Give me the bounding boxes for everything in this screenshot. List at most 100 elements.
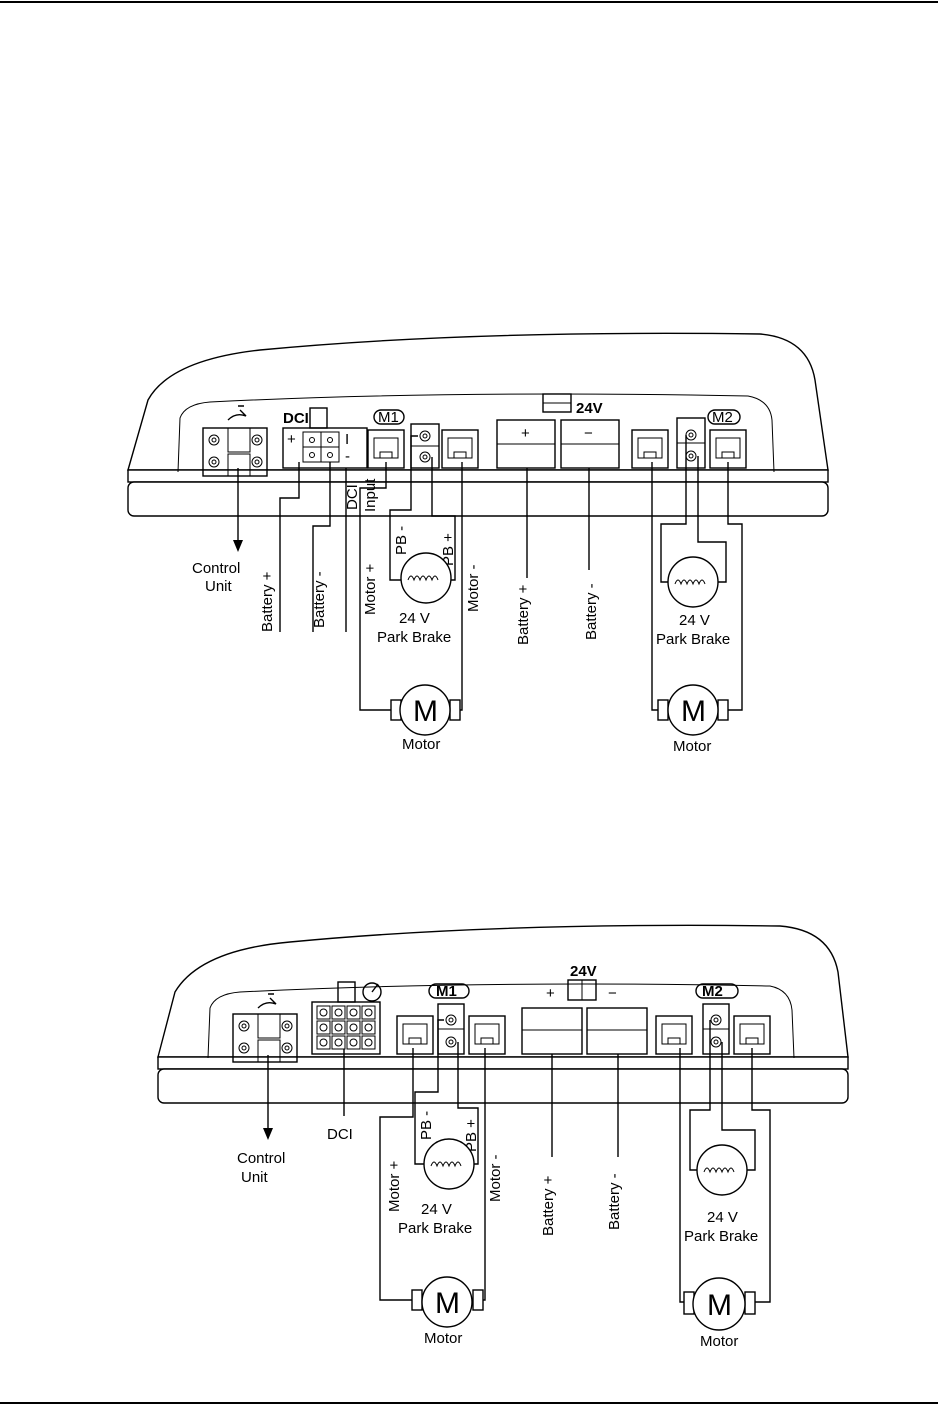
park-brake-coil-left-2 — [423, 1138, 475, 1190]
battery-plus-dci-label: Battery + — [259, 571, 276, 632]
m1-motor-minus-connector — [441, 429, 479, 469]
pb-plus-label-1: PB + — [440, 533, 457, 566]
park-brake-right-2-line2: Park Brake — [684, 1228, 758, 1245]
battery-plus-main-label: Battery + — [515, 584, 532, 645]
motor-left — [399, 684, 451, 736]
park-brake-coil-right — [667, 556, 719, 608]
dci-minus-label: - — [345, 448, 350, 465]
dci-pin-cell — [361, 1020, 376, 1035]
control-unit-arrow-icon-2 — [263, 1128, 273, 1140]
battery-minus-dci-label: Battery - — [311, 571, 328, 628]
park-brake-coil-right-2 — [696, 1144, 748, 1196]
dci-tab-2 — [337, 981, 356, 1003]
park-brake-right-line1: 24 V — [679, 612, 710, 629]
dci-pin — [319, 1038, 328, 1047]
motor-left-2 — [421, 1276, 473, 1328]
dci-label: DCI — [283, 410, 309, 427]
dci-pin — [334, 1008, 343, 1017]
dci-pin-cell — [361, 1035, 376, 1050]
dci-i-label: I — [345, 431, 349, 448]
connector-panel — [177, 393, 775, 473]
dci-label-2: DCI — [327, 1126, 353, 1143]
dci-pin — [349, 1023, 358, 1032]
m1-motor-plus-connector-2 — [396, 1015, 434, 1055]
motor-symbol-right-2: M — [707, 1289, 732, 1322]
dci-connector-2 — [311, 1001, 381, 1055]
connector-panel-2 — [207, 983, 795, 1059]
dci-pin — [364, 1038, 373, 1047]
dci-pin — [364, 1008, 373, 1017]
m2-badge-2 — [695, 983, 739, 999]
m1-label-2: M1 — [436, 983, 457, 1000]
m1-park-brake-connector — [410, 423, 440, 469]
dci-pin — [319, 1008, 328, 1017]
battery-plus-symbol-2: + — [546, 985, 555, 1002]
control-unit-connector-2 — [232, 1013, 298, 1063]
motor-plus-label-1: Motor + — [362, 563, 379, 615]
motor-label-right: Motor — [673, 738, 711, 755]
pb-plus-label-2: PB + — [463, 1119, 480, 1152]
battery-plus-connector-2 — [521, 1007, 583, 1055]
motor-minus-label-1: Motor - — [465, 564, 482, 612]
m1-badge-2 — [428, 983, 470, 999]
pb-minus-label-2: PB - — [418, 1111, 435, 1140]
dci-pin-cell — [346, 1020, 361, 1035]
pb-minus-label-1: PB - — [393, 526, 410, 555]
dci-pin-cell — [331, 1005, 346, 1020]
dci-pin-cell — [346, 1035, 361, 1050]
park-brake-coil-left — [400, 552, 452, 604]
battery-plus-symbol: + — [521, 425, 530, 442]
battery-minus-connector-2 — [586, 1007, 648, 1055]
control-unit-connector — [202, 427, 268, 477]
controller-base-2 — [157, 1056, 849, 1070]
dci-pin — [319, 1023, 328, 1032]
park-brake-left-2-line1: 24 V — [421, 1201, 452, 1218]
dci-pin-cell — [331, 1035, 346, 1050]
m1-motor-minus-connector-2 — [468, 1015, 506, 1055]
control-unit-label-line1: Control — [192, 560, 240, 577]
battery-minus-symbol: − — [584, 425, 593, 442]
control-unit-label-2-line2: Unit — [241, 1169, 269, 1186]
m1-label: M1 — [378, 409, 399, 426]
motor-label-right-2: Motor — [700, 1333, 738, 1350]
top-rule — [0, 1, 938, 3]
dci-tab — [309, 407, 328, 429]
motor-label-left: Motor — [402, 736, 440, 753]
dci-pin-cell — [316, 1005, 331, 1020]
park-brake-right-line2: Park Brake — [656, 631, 730, 648]
battery-minus-main-label: Battery - — [583, 583, 600, 640]
m2-label-2: M2 — [702, 983, 723, 1000]
dci-pin-cell — [331, 1020, 346, 1035]
dci-pin — [334, 1038, 343, 1047]
dci-pin-cell — [361, 1005, 376, 1020]
dci-input-label-line2: Input — [362, 478, 379, 512]
park-brake-left-line1: 24 V — [399, 610, 430, 627]
motor-symbol-right: M — [681, 695, 706, 728]
m2-motor-plus-connector-2 — [655, 1015, 693, 1055]
motor-symbol-left-2: M — [435, 1287, 460, 1320]
dci-pin-cell — [316, 1020, 331, 1035]
controller-skirt-2 — [157, 1068, 849, 1104]
m2-park-brake-connector-2 — [702, 1003, 730, 1055]
coil-icon-right — [674, 579, 706, 586]
park-brake-left-2-line2: Park Brake — [398, 1220, 472, 1237]
dci-input-label-line1: DCI — [344, 484, 361, 510]
battery-minus-main-label-2: Battery - — [606, 1173, 623, 1230]
dci-pin-cell — [346, 1005, 361, 1020]
dci-pin — [349, 1038, 358, 1047]
dci-plus-label: + — [287, 431, 296, 448]
coil-icon-left-2 — [430, 1161, 462, 1168]
programmer-icon — [227, 405, 247, 421]
control-unit-label-line2: Unit — [205, 578, 233, 595]
coil-icon-right-2 — [703, 1167, 735, 1174]
controller-housing — [127, 332, 829, 471]
gauge-icon — [362, 982, 382, 1002]
dci-pin — [349, 1008, 358, 1017]
voltage-label: 24V — [576, 400, 603, 417]
motor-right — [667, 684, 719, 736]
controller-skirt — [127, 481, 829, 517]
dci-pin — [334, 1023, 343, 1032]
m2-label: M2 — [712, 409, 733, 426]
dci-pin — [364, 1023, 373, 1032]
motor-right-2 — [692, 1277, 746, 1331]
